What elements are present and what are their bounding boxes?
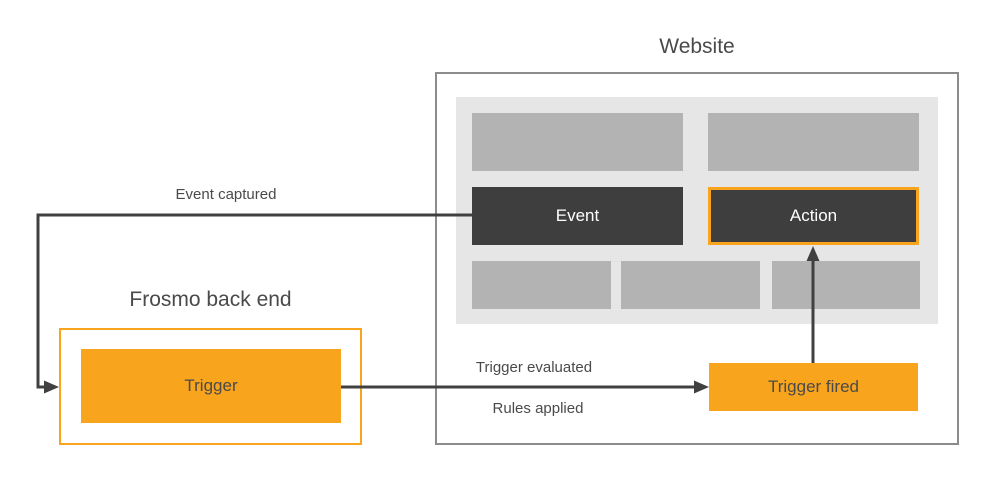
content-placeholder	[772, 261, 920, 309]
content-placeholder	[621, 261, 760, 309]
trigger-box: Trigger	[81, 349, 341, 423]
content-placeholder	[708, 113, 919, 171]
content-placeholder	[472, 113, 683, 171]
trigger-fired-box: Trigger fired	[709, 363, 918, 411]
trigger-fired-label: Trigger fired	[767, 377, 859, 396]
event-box-label: Event	[555, 206, 600, 225]
event-captured-label: Event captured	[175, 186, 277, 203]
trigger-evaluated-label: Trigger evaluated	[475, 359, 593, 376]
action-box-label: Action	[789, 206, 838, 225]
rules-applied-label: Rules applied	[492, 400, 584, 417]
trigger-box-label: Trigger	[184, 376, 238, 395]
frosmo-backend-title: Frosmo back end	[129, 288, 292, 311]
action-box: Action	[708, 187, 919, 245]
content-placeholder	[472, 261, 611, 309]
website-title: Website	[659, 35, 735, 58]
event-box: Event	[472, 187, 683, 245]
